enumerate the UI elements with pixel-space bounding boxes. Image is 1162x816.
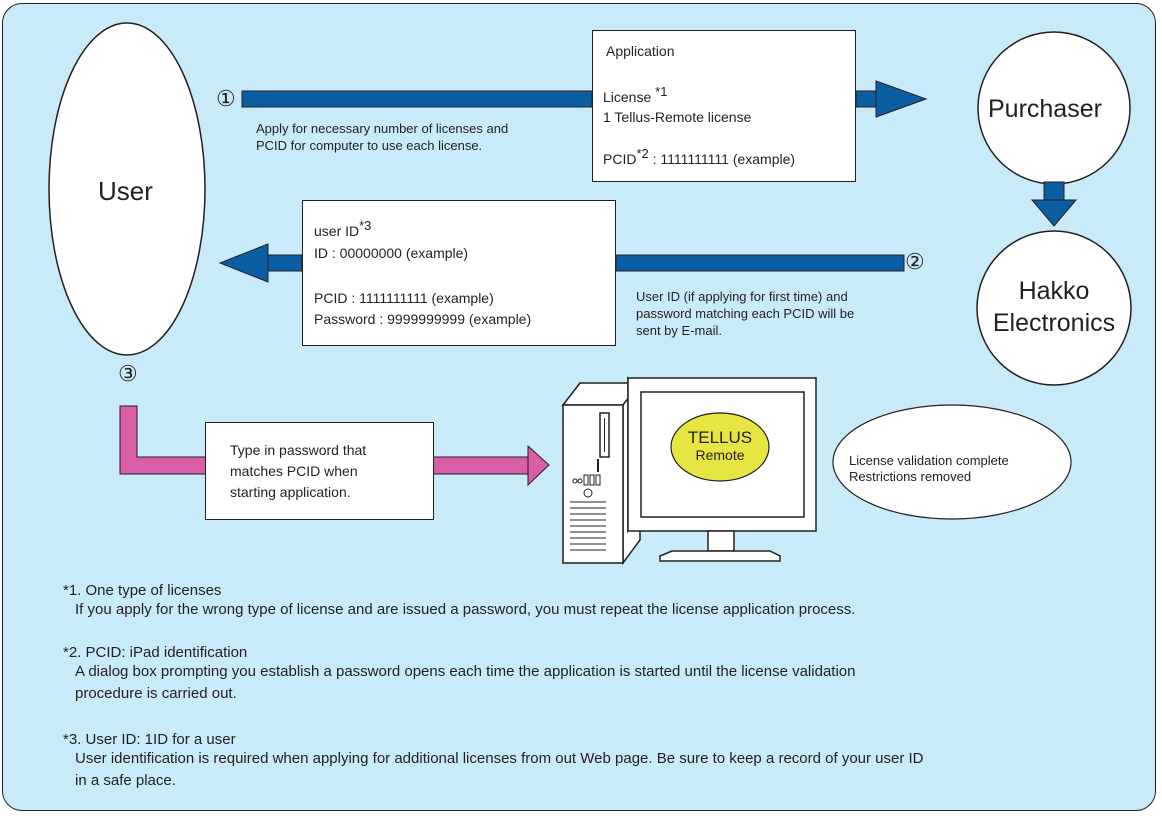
userid-password-line: Password : 9999999999 (example) [314,311,532,327]
monitor-icon [627,376,817,562]
step3-line3: starting application. [230,484,351,500]
step1-number: ① [216,86,236,111]
step2-caption-line1: User ID (if applying for first time) and [636,289,848,304]
footnote-1-head: *1. One type of licenses [63,582,222,599]
tellus-badge-text: TELLUS Remote [687,428,753,463]
step3-line2: matches PCID when [230,463,358,479]
step3-line1: Type in password that [230,442,367,458]
userid-id-line: ID : 00000000 (example) [314,245,469,261]
step3-number: ③ [118,361,138,386]
application-box [592,30,856,182]
hakko-node [976,230,1132,386]
step1-caption-line1: Apply for necessary number of licenses a… [256,121,509,136]
footnote-2-head: *2. PCID: iPad identification [63,644,248,661]
user-label: User [98,176,153,206]
footnote-3-body-line1: User identification is required when app… [75,750,924,767]
pcid-line: PCID*2 : 1111111111 (example) [603,146,796,167]
footnote-2-body-line2: procedure is carried out. [75,685,237,702]
purchaser-to-hakko-arrow [1030,181,1078,227]
validation-line2: Restrictions removed [849,469,972,484]
tellus-badge [670,412,770,482]
hakko-label: Hakko Electronics [992,277,1116,337]
footnote-2-body-line1: A dialog box prompting you establish a p… [75,663,856,680]
step2-number: ② [905,249,925,274]
footnote-3-body-line2: in a safe place. [75,772,176,789]
application-title: Application [606,43,675,59]
step1-caption-line2: PCID for computer to use each license. [256,138,483,153]
footnote-3-head: *3. User ID: 1ID for a user [63,731,236,748]
license-value: 1 Tellus-Remote license [603,109,752,125]
userid-title: user ID*3 [314,218,372,239]
footnote-1-body: If you apply for the wrong type of licen… [75,601,856,618]
userid-pcid-line: PCID : 1111111111 (example) [314,290,494,306]
userid-box [302,200,616,346]
step2-caption-line3: sent by E-mail. [636,323,722,338]
validation-bubble [832,404,1072,520]
validation-line1: License validation complete [849,453,1009,468]
purchaser-label: Purchaser [988,95,1102,123]
user-node [48,22,206,356]
step2-caption-line2: password matching each PCID will be [636,306,855,321]
step3-box [205,422,434,520]
step2-arrow [218,243,905,283]
license-line: License *1 [603,84,668,105]
step1-arrow [241,80,928,118]
